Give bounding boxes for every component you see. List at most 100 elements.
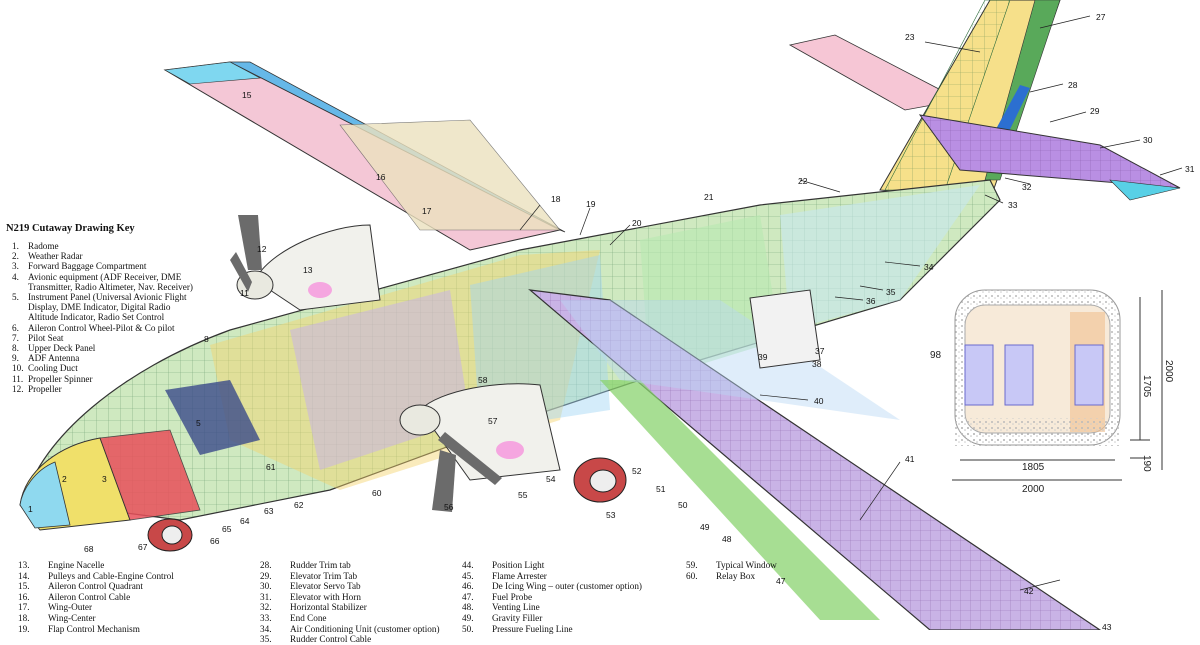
callout: 64 <box>240 516 250 526</box>
key-item: 13.Engine Nacelle <box>18 560 174 571</box>
callout: 60 <box>372 488 382 498</box>
key-item: 50.Pressure Fueling Line <box>462 624 642 635</box>
callout: 22 <box>798 176 808 186</box>
key-item-text: Weather Radar <box>28 251 83 262</box>
key-item: 2.Weather Radar <box>12 251 222 261</box>
key-item-text: Forward Baggage Compartment <box>28 261 147 272</box>
key-item-number: 59. <box>686 560 698 570</box>
engine-right <box>399 383 561 512</box>
key-item-text: Instrument Panel (Universal Avionic Flig… <box>28 292 187 303</box>
key-title: N219 Cutaway Drawing Key <box>6 223 135 234</box>
key-item-text: Aileron Control Quadrant <box>48 581 143 592</box>
key-item-number: 16. <box>18 591 30 602</box>
callout: 15 <box>242 90 252 100</box>
callout: 19 <box>586 199 596 209</box>
callout: 66 <box>210 536 220 546</box>
callout: 5 <box>196 418 201 428</box>
key-item-number: 11. <box>12 373 24 384</box>
key-item-text: Avionic equipment (ADF Receiver, DME <box>28 271 182 282</box>
key-item-text: Elevator with Horn <box>290 591 361 602</box>
key-item-number: 28. <box>260 560 272 570</box>
key-item-text: Position Light <box>492 560 545 570</box>
callout: 23 <box>905 32 915 42</box>
key-item: 47.Fuel Probe <box>462 592 642 603</box>
key-item-text: Pressure Fueling Line <box>492 623 573 634</box>
key-item: 16. Aileron Control Cable <box>18 592 174 603</box>
key-item: 48.Venting Line <box>462 602 642 613</box>
callout: 47 <box>776 576 786 586</box>
callout: 49 <box>700 522 710 532</box>
callout: 12 <box>257 244 267 254</box>
key-item-number: 13. <box>18 560 30 570</box>
callout: 2 <box>62 474 67 484</box>
cutaway-drawing: 1 2 3 5 8 11 12 13 15 16 17 18 19 20 21 … <box>19 0 1195 630</box>
dim-height-outer: 2000 <box>1163 360 1174 383</box>
key-item-number: 44. <box>462 560 474 570</box>
nose-landing-gear <box>147 518 193 552</box>
callout: 32 <box>1022 182 1032 192</box>
cabin-cross-section <box>952 289 1163 481</box>
key-item-number: 31. <box>260 591 272 602</box>
leader-lines <box>519 15 1183 591</box>
key-item-text: Relay Box <box>716 570 756 581</box>
callout: 17 <box>422 206 432 216</box>
key-item: 8.Upper Deck Panel <box>12 343 222 353</box>
key-item: 5. Instrument Panel (Universal Avionic Fl… <box>12 292 222 302</box>
key-item-number: 33. <box>260 612 272 623</box>
key-item-number: 47. <box>462 591 474 602</box>
key-item-text: Radome <box>28 241 59 251</box>
key-item-number: 29. <box>260 570 272 581</box>
key-item-number: 17. <box>18 602 30 613</box>
callout: 48 <box>722 534 732 544</box>
key-item: 34.Air Conditioning Unit (customer optio… <box>260 624 440 635</box>
callout: 20 <box>632 218 642 228</box>
key-item: Display, DME Indicator, Digital Radio <box>12 302 222 312</box>
key-item: 45.Flame Arrester <box>462 571 642 582</box>
key-item: 3.Forward Baggage Compartment <box>12 261 222 271</box>
callout: 62 <box>294 500 304 510</box>
nose <box>19 380 260 531</box>
key-item-number: 19. <box>18 623 30 634</box>
key-item-text: Venting Line <box>492 602 540 613</box>
key-item: 44. Position Light <box>462 560 642 571</box>
key-item-number: 35. <box>260 634 272 645</box>
key-item-number: 15. <box>18 581 30 592</box>
callout: 67 <box>138 542 148 552</box>
key-item-number: 45. <box>462 570 474 581</box>
callout: 16 <box>376 172 386 182</box>
key-item: 31. Elevator with Horn <box>260 592 440 603</box>
key-item-number: 49. <box>462 612 474 623</box>
key-item: 46.De Icing Wing – outer (customer optio… <box>462 581 642 592</box>
key-item-text: Transmitter, Radio Altimeter, Nav. Recei… <box>28 281 193 292</box>
callout: 39 <box>758 352 768 362</box>
key-item: 49.Gravity Filler <box>462 613 642 624</box>
key-item-number: 14. <box>18 570 30 581</box>
key-item-number: 5. <box>12 292 19 303</box>
callout: 1 <box>28 504 33 514</box>
callout: 33 <box>1008 200 1018 210</box>
callout: 35 <box>886 287 896 297</box>
key-item: 32.Horizontal Stabilizer <box>260 602 440 613</box>
engine-left <box>230 215 381 311</box>
callout: 54 <box>546 474 556 484</box>
left-wing <box>163 61 566 251</box>
callout: 58 <box>478 375 488 385</box>
key-item-text: Rudder Control Cable <box>290 634 372 645</box>
dim-width-outer: 2000 <box>1022 484 1045 495</box>
key-item: 7.Pilot Seat <box>12 333 222 343</box>
key-item-number <box>12 302 28 312</box>
key-item: 15. Aileron Control Quadrant <box>18 581 174 592</box>
right-wing <box>528 289 1102 630</box>
callout: 65 <box>222 524 232 534</box>
key-item: 60.Relay Box <box>686 571 777 582</box>
key-item-text: Aileron Control Cable <box>48 591 131 602</box>
callout: 13 <box>303 265 313 275</box>
key-item: 59.Typical Window <box>686 560 777 571</box>
key-item-text: ADF Antenna <box>28 353 80 364</box>
key-item-text: Cooling Duct <box>28 363 78 374</box>
key-item-text: De Icing Wing – outer (customer option) <box>492 581 642 592</box>
callout: 42 <box>1024 586 1034 596</box>
key-item: 11. Propeller Spinner <box>12 374 222 384</box>
key-item-number: 32. <box>260 602 272 613</box>
